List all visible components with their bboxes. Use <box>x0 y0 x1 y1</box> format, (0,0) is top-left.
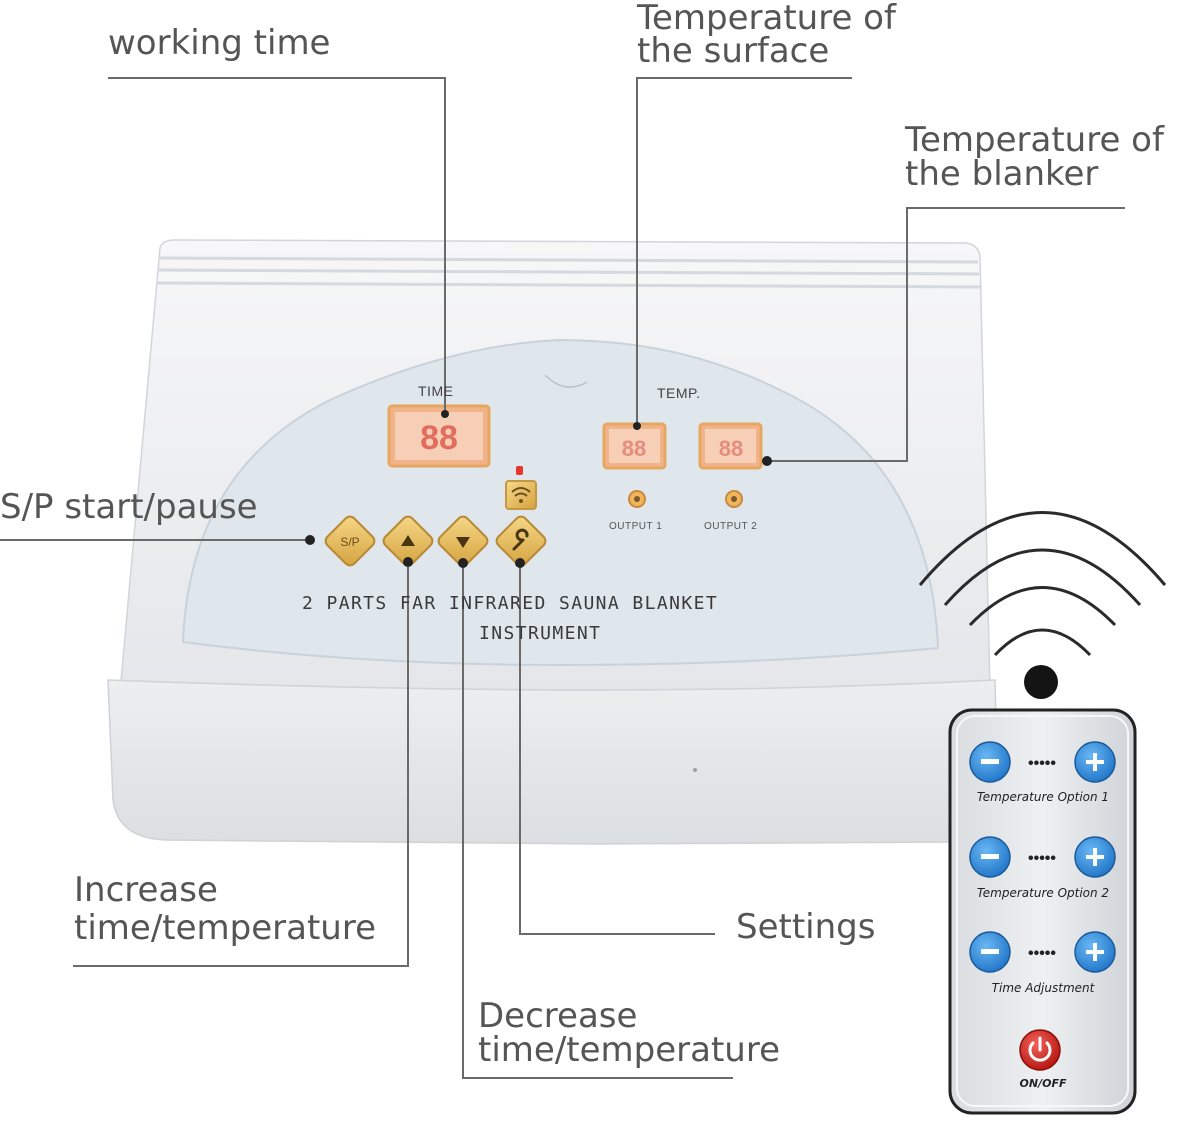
callout-blanket-temp-line1: Temperature of <box>905 120 1164 160</box>
temp-display-blanket: 88 <box>698 422 763 470</box>
time-digits: 88 <box>420 419 458 457</box>
remote-row-2: ••••• <box>969 836 1116 878</box>
device: 88 88 88 S/P <box>107 239 999 845</box>
product-name-line1: 2 PARTS FAR INFRARED SAUNA BLANKET <box>302 593 719 614</box>
panel-mark <box>544 374 588 388</box>
svg-text:88: 88 <box>622 436 646 461</box>
leader-surface-temp <box>636 77 852 426</box>
svg-text:88: 88 <box>719 436 743 461</box>
wrench-icon <box>512 528 529 551</box>
remote-power-label: ON/OFF <box>1019 1077 1067 1090</box>
increase-button[interactable] <box>381 514 435 568</box>
callout-decrease-line2: time/temperature <box>478 1030 780 1070</box>
callout-blanket-temp-line2: the blanker <box>905 154 1099 194</box>
ir-emitter <box>1024 665 1058 699</box>
remote-row3-label: Time Adjustment <box>991 981 1095 995</box>
device-dot <box>693 768 697 772</box>
device-front <box>107 679 999 845</box>
callout-working-time: working time <box>108 23 331 63</box>
temp-label: TEMP. <box>657 385 701 401</box>
leader-increase <box>73 562 409 967</box>
leader-working-time <box>108 77 446 412</box>
leader-settings <box>519 563 715 935</box>
time-label: TIME <box>418 383 454 399</box>
leader-dot-decrease <box>458 558 468 568</box>
leader-dot-surface <box>633 422 641 430</box>
time-display: 88 <box>387 404 491 468</box>
leader-dot-settings <box>515 558 525 568</box>
up-arrow-icon <box>401 535 415 546</box>
remote-row2-label: Temperature Option 2 <box>976 886 1110 900</box>
wifi-icon <box>505 480 537 510</box>
svg-text:•••••: ••••• <box>1028 945 1056 962</box>
remote-control: ••••• ••••• ••••• <box>948 708 1137 1115</box>
callout-decrease-line1: Decrease <box>478 996 638 1036</box>
sp-button[interactable]: S/P <box>323 514 377 568</box>
leader-dot-time <box>441 410 449 418</box>
temp-display-surface: 88 <box>602 422 667 470</box>
signal-waves-icon <box>918 511 1167 657</box>
leader-blanket-temp <box>766 207 1125 462</box>
settings-button[interactable] <box>494 514 548 568</box>
product-name-line2: INSTRUMENT <box>479 623 602 644</box>
callout-surface-temp-line1: Temperature of <box>637 0 896 38</box>
receiver-led <box>516 466 523 475</box>
callout-surface-temp-line2: the surface <box>637 31 830 71</box>
output2-label: OUTPUT 2 <box>704 521 758 532</box>
leader-lines <box>0 77 1125 1079</box>
callout-settings: Settings <box>736 907 876 947</box>
sp-button-label: S/P <box>340 535 359 549</box>
svg-text:•••••: ••••• <box>1028 755 1056 772</box>
callout-start-pause: S/P start/pause <box>0 487 258 527</box>
leader-decrease <box>462 563 733 1079</box>
callout-increase-line1: Increase <box>74 870 218 910</box>
control-panel <box>181 338 940 667</box>
leader-dot-increase <box>403 557 413 567</box>
device-ridges <box>157 256 981 289</box>
svg-text:•••••: ••••• <box>1028 850 1056 867</box>
remote-power-button[interactable] <box>1019 1029 1061 1071</box>
remote-row-1: ••••• <box>969 741 1116 783</box>
leader-dot-start-pause <box>305 535 315 545</box>
output1-label: OUTPUT 1 <box>609 521 663 532</box>
decrease-button[interactable] <box>436 514 490 568</box>
power-icon <box>1028 1036 1052 1062</box>
callout-increase-line2: time/temperature <box>74 908 376 948</box>
remote-row-3: ••••• <box>969 931 1116 973</box>
leader-dot-blanket <box>762 456 772 466</box>
down-arrow-icon <box>456 537 470 548</box>
remote-row1-label: Temperature Option 1 <box>976 790 1110 804</box>
